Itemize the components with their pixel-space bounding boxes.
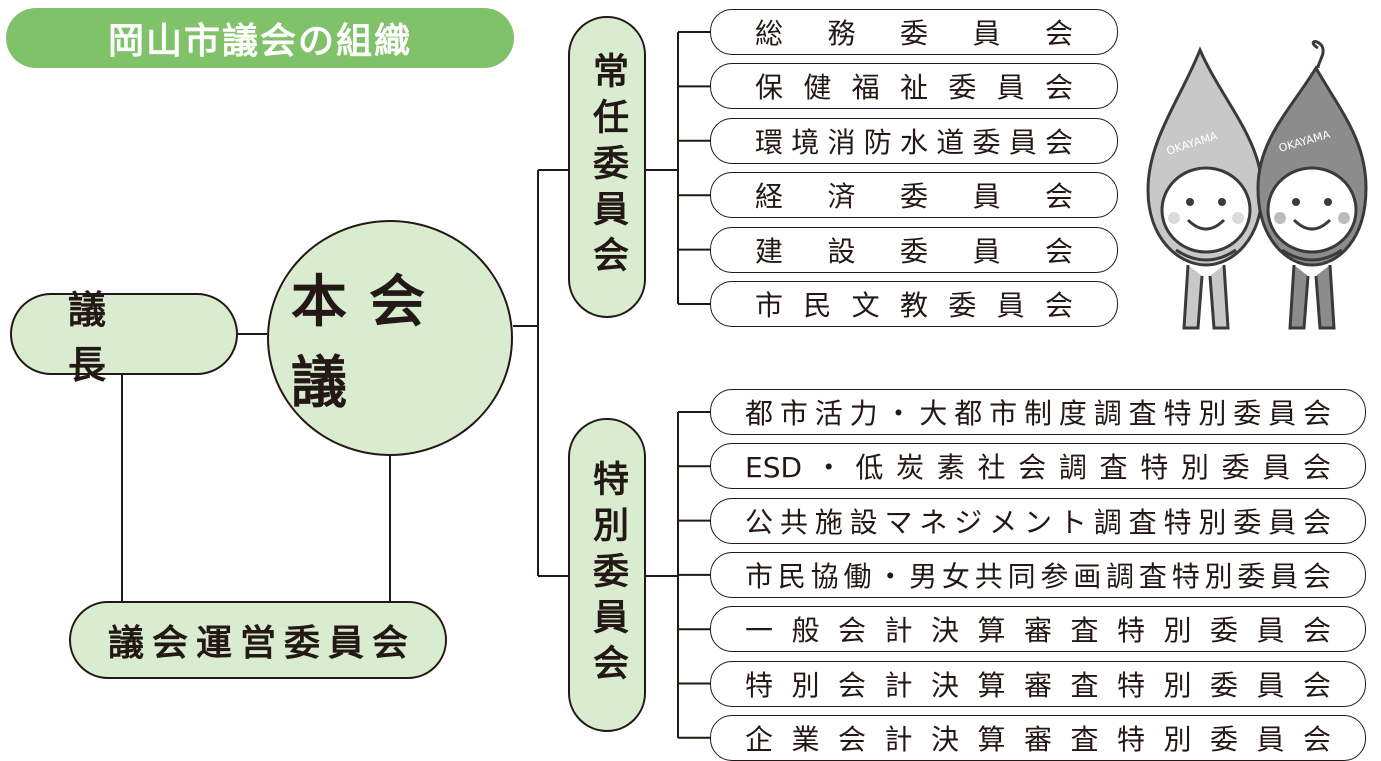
mascot-right: OKAYAMA — [1256, 40, 1368, 330]
special-committee-box-4: 一般会計決算審査特別委員会 — [710, 606, 1366, 653]
standing-committee-box-0: 総務委員会 — [710, 9, 1118, 55]
special-committee-box-label: 一般会計決算審査特別委員会 — [745, 614, 1331, 648]
special-committee-box-1: ESD・低炭素社会調査特別委員会 — [710, 443, 1366, 490]
standing-committee-box-label: 建設委員会 — [755, 234, 1073, 268]
standing-committee-box-2: 環境消防水道委員会 — [710, 117, 1118, 164]
special-committee-box-3: 市民協働・男女共同参画調査特別委員会 — [710, 551, 1366, 598]
steering-committee-node: 議会運営委員会 — [69, 601, 447, 679]
standing-committee-box-label: 環境消防水道委員会 — [755, 125, 1073, 159]
special-committee-box-5: 特別会計決算審査特別委員会 — [710, 660, 1366, 707]
standing-committee-box-label: 市民文教委員会 — [755, 289, 1073, 322]
special-committees-label: 特別委員会 — [568, 418, 646, 732]
special-committee-box-label: ESD・低炭素社会調査特別委員会 — [745, 451, 1331, 485]
standing-committee-box-3: 経済委員会 — [710, 172, 1118, 219]
standing-committee-box-5: 市民文教委員会 — [710, 281, 1118, 327]
chair-node: 議 長 — [10, 288, 238, 387]
special-committee-box-0: 都市活力・大都市制度調査特別委員会 — [710, 389, 1366, 435]
special-committee-box-label: 特別会計決算審査特別委員会 — [745, 668, 1331, 702]
mascot-left: OKAYAMA — [1146, 46, 1264, 330]
special-committee-box-6: 企業会計決算審査特別委員会 — [710, 714, 1366, 761]
standing-committee-box-label: 保健福祉委員会 — [755, 71, 1073, 105]
standing-committee-box-label: 経済委員会 — [755, 180, 1073, 214]
special-committee-box-label: 市民協働・男女共同参画調査特別委員会 — [745, 559, 1331, 593]
mascot-illustration: OKAYAMA OKAYAMA — [1146, 40, 1368, 330]
plenary-node: 本会議 — [267, 220, 513, 456]
standing-committee-box-label: 総務委員会 — [755, 17, 1073, 50]
special-committee-box-2: 公共施設マネジメント調査特別委員会 — [710, 497, 1366, 544]
special-committee-box-label: 都市活力・大都市制度調査特別委員会 — [745, 397, 1331, 430]
standing-committee-box-4: 建設委員会 — [710, 226, 1118, 273]
standing-committee-box-1: 保健福祉委員会 — [710, 63, 1118, 110]
special-committee-box-label: 公共施設マネジメント調査特別委員会 — [745, 505, 1331, 539]
special-committee-box-label: 企業会計決算審査特別委員会 — [745, 722, 1331, 756]
page-title: 岡山市議会の組織 — [6, 8, 514, 68]
standing-committees-label: 常任委員会 — [568, 16, 646, 318]
